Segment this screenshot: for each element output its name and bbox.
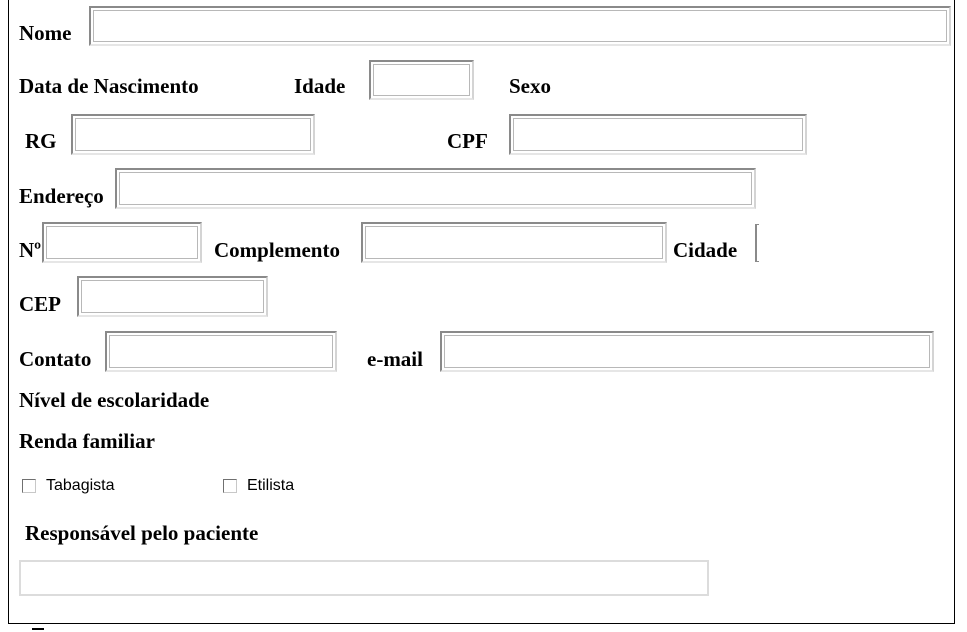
idade-label: Idade	[294, 74, 346, 98]
cidade-input-edge[interactable]	[755, 224, 759, 262]
idade-input[interactable]	[369, 60, 474, 100]
form-container	[8, 0, 955, 624]
escolaridade-label: Nível de escolaridade	[19, 388, 210, 412]
footer-mark	[32, 628, 44, 630]
tabagista-checkbox[interactable]	[22, 479, 36, 493]
numero-label: Nº	[19, 238, 42, 262]
responsavel-input[interactable]	[19, 560, 709, 596]
contato-input[interactable]	[105, 331, 337, 372]
rg-label: RG	[25, 129, 57, 153]
etilista-label: Etilista	[247, 477, 295, 494]
rg-input[interactable]	[71, 114, 315, 155]
contato-label: Contato	[19, 347, 92, 371]
data-nascimento-label: Data de Nascimento	[19, 74, 199, 98]
nome-label: Nome	[19, 21, 72, 45]
email-input[interactable]	[440, 331, 934, 372]
tabagista-label: Tabagista	[46, 477, 115, 494]
cep-label: CEP	[19, 292, 61, 316]
endereco-label: Endereço	[19, 184, 104, 208]
renda-label: Renda familiar	[19, 429, 155, 453]
sexo-label: Sexo	[509, 74, 551, 98]
nome-input[interactable]	[89, 6, 951, 46]
email-label: e-mail	[367, 347, 423, 371]
endereco-input[interactable]	[115, 168, 756, 209]
cpf-input[interactable]	[509, 114, 807, 155]
etilista-checkbox[interactable]	[223, 479, 237, 493]
responsavel-label: Responsável pelo paciente	[25, 521, 259, 545]
complemento-input[interactable]	[361, 222, 667, 263]
cidade-label: Cidade	[673, 238, 738, 262]
cpf-label: CPF	[447, 129, 488, 153]
numero-input[interactable]	[42, 222, 202, 263]
cep-input[interactable]	[77, 276, 268, 317]
complemento-label: Complemento	[214, 238, 340, 262]
